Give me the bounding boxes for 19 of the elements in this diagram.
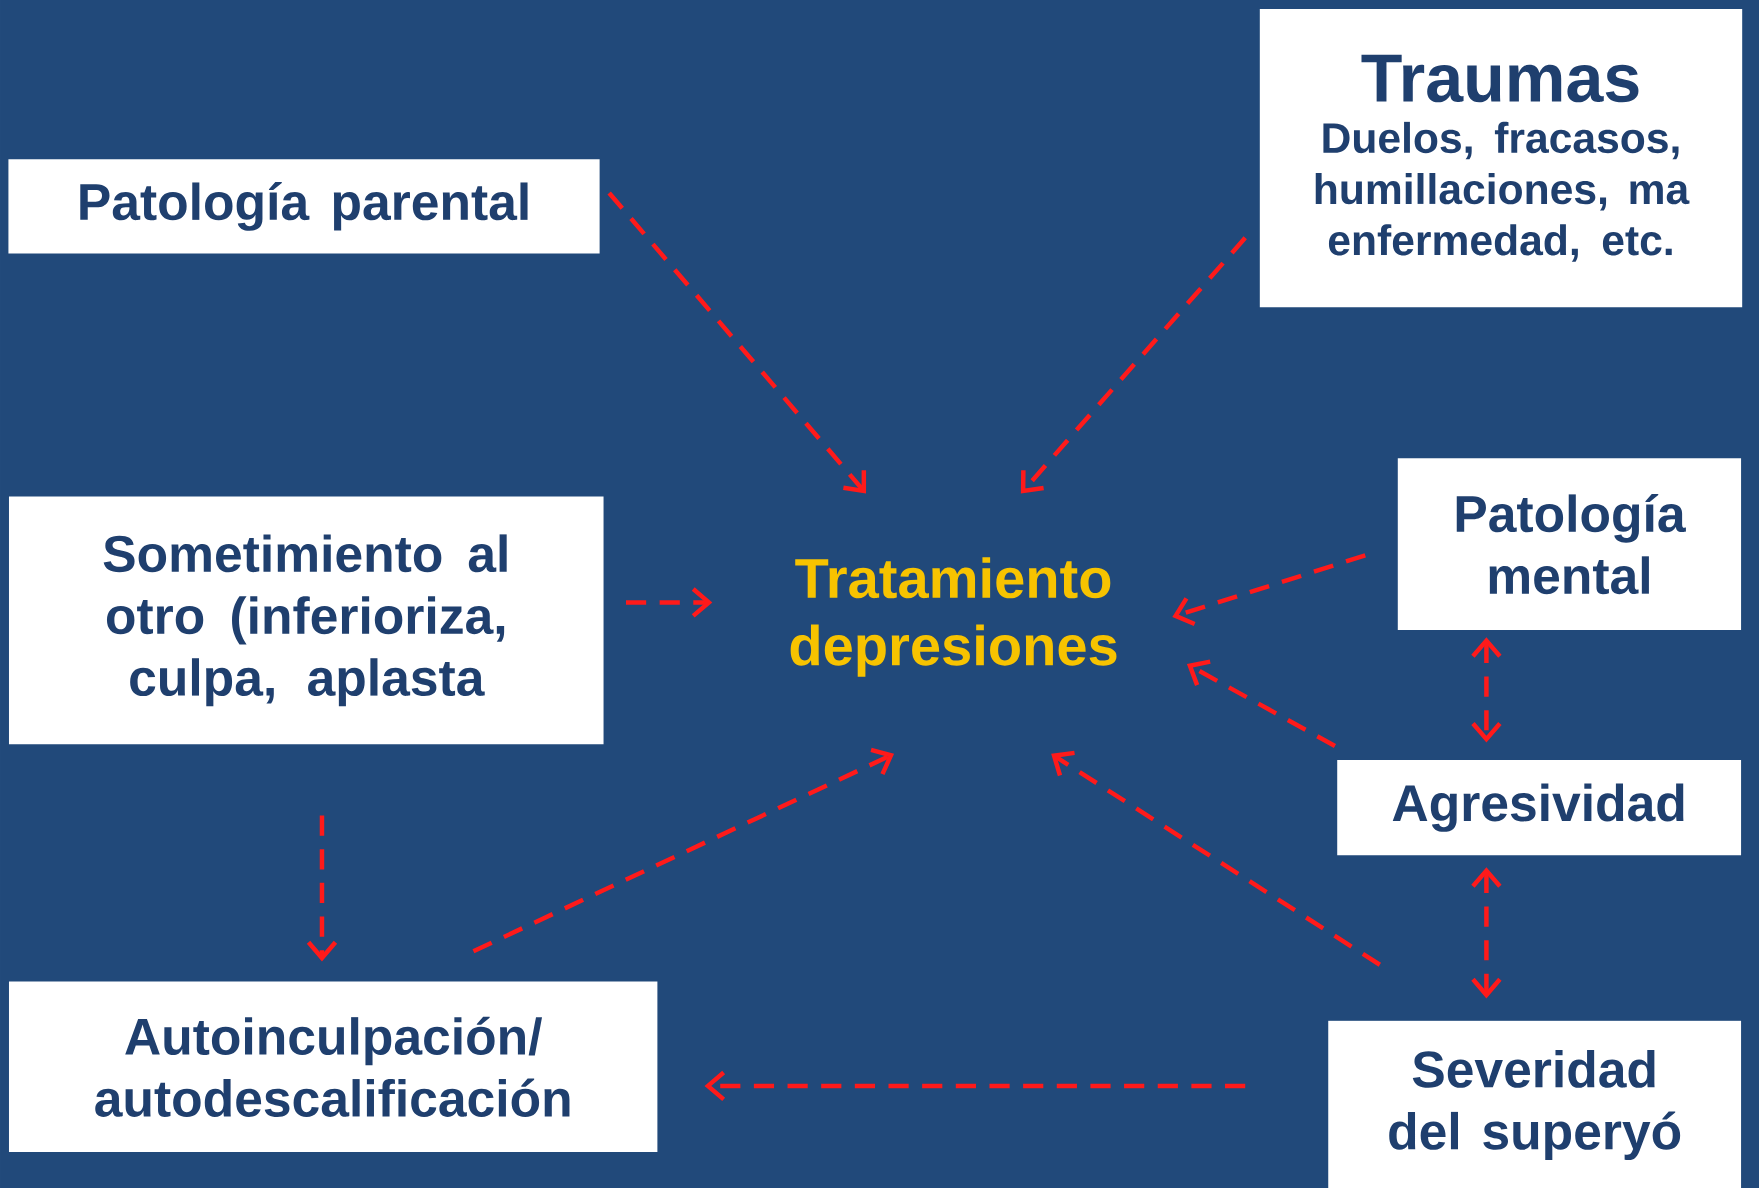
arrow [1186, 659, 1337, 748]
central-text: Tratamiento depresiones [790, 557, 1117, 677]
text-box: Autoinculpación/ autodescalificación [9, 981, 658, 1153]
arrow [1020, 236, 1247, 494]
arrow [626, 587, 713, 618]
text-box: Severidad del superyó [1328, 1020, 1742, 1188]
text-box: Sometimiento al otro (inferioriza, culpa, aplasta [9, 496, 604, 745]
arrow [1172, 553, 1366, 627]
text-box: Agresividad [1337, 760, 1742, 856]
arrow [1471, 637, 1502, 743]
text-box: Traumas Duelos, fracasos, humillaciones, ma enfermedad, etc. [1259, 8, 1743, 308]
arrow [1471, 867, 1502, 999]
arrow [306, 815, 338, 962]
text-box: Patología mental [1397, 458, 1742, 630]
arrow [472, 747, 895, 954]
arrow [607, 191, 867, 494]
text-box: Patología parental [8, 159, 600, 254]
arrow [704, 1070, 1246, 1102]
arrow [1051, 750, 1382, 967]
